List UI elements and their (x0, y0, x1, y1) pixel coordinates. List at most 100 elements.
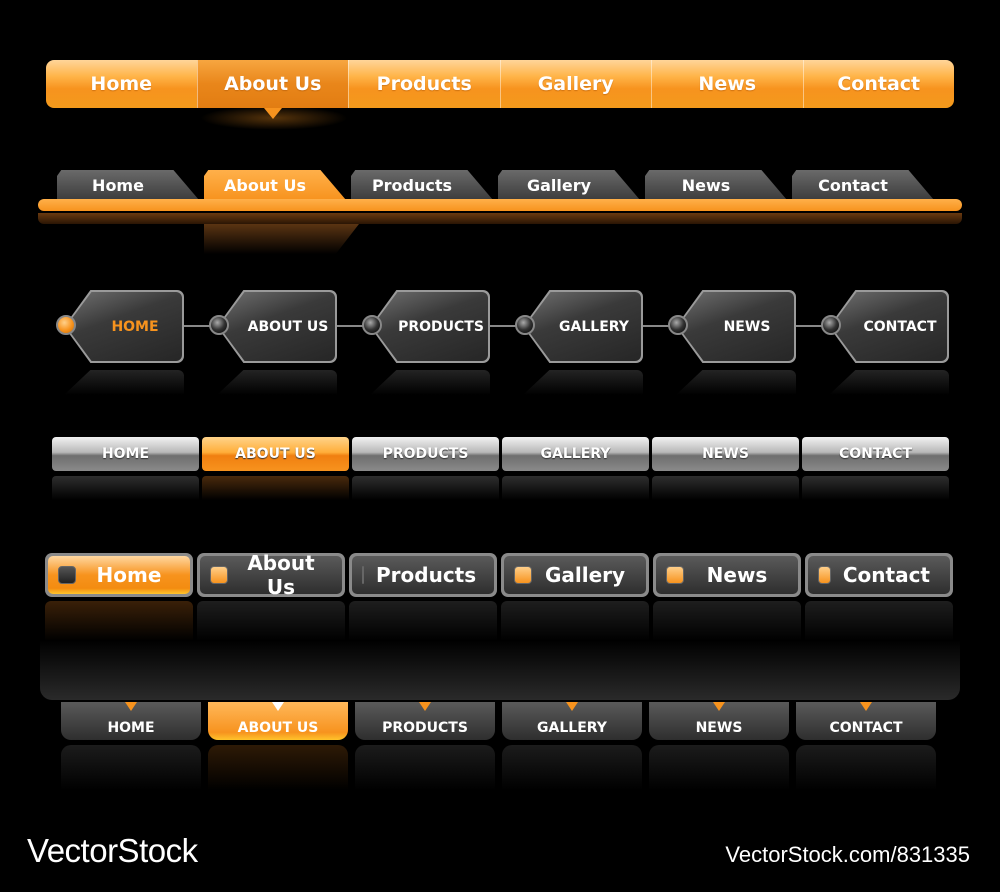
nav2-underline-bar (38, 199, 962, 211)
nav3-tag-news[interactable]: NEWS (678, 292, 794, 361)
nav2-tab-news[interactable]: News (645, 170, 787, 200)
nav6-tab-news[interactable]: NEWS (649, 702, 789, 740)
nav4-button-label: NEWS (702, 446, 749, 462)
nav6-tab-gallery[interactable]: GALLERY (502, 702, 642, 740)
nav4-button-about-us[interactable]: ABOUT US (202, 437, 349, 471)
active-pointer-icon (263, 108, 282, 119)
nav6-tab-label: PRODUCTS (382, 720, 468, 736)
triangle-down-icon (272, 702, 284, 711)
nav4-button-reflection (202, 476, 349, 500)
nav4-button-home[interactable]: HOME (52, 437, 199, 471)
nav3-tag-gallery[interactable]: GALLERY (525, 292, 641, 361)
nav3-tag-reflection (523, 370, 643, 395)
nav6-tab-label: NEWS (695, 720, 743, 736)
nav5-button-face: Home (48, 556, 190, 594)
nav1-item-label: About Us (224, 73, 322, 95)
nav1-item-label: Contact (837, 73, 921, 95)
nav6-tab-reflection (649, 745, 789, 790)
nav2-tab-label: News (681, 175, 731, 195)
nav4-button-label: GALLERY (540, 446, 611, 462)
nav1-item-gallery[interactable]: Gallery (499, 60, 652, 108)
nav3-bead-icon (668, 315, 688, 335)
nav4-button-products[interactable]: PRODUCTS (352, 437, 499, 471)
nav4-button-reflection (52, 476, 199, 500)
nav5-button-gallery[interactable]: Gallery (501, 553, 649, 597)
nav5-button-face: Products (352, 556, 494, 594)
vectorstock-url: VectorStock.com/831335 (725, 842, 970, 867)
nav4-button-reflection (652, 476, 799, 500)
nav5-button-news[interactable]: News (653, 553, 801, 597)
nav3-tag-label: PRODUCTS (398, 318, 484, 335)
nav1-item-news[interactable]: News (651, 60, 803, 108)
nav3-tag-label: ABOUT US (247, 318, 329, 335)
nav3-bead-icon (515, 315, 535, 335)
square-bullet-icon (362, 566, 364, 584)
nav1-item-label: Gallery (537, 73, 614, 95)
nav2-tab-label: Products (371, 175, 453, 195)
nav4-button-gallery[interactable]: GALLERY (502, 437, 649, 471)
nav2-bar-reflection (38, 213, 962, 224)
nav5-button-label: Gallery (544, 563, 626, 587)
nav2-tab-label: Gallery (526, 175, 592, 195)
nav1-item-contact[interactable]: Contact (802, 60, 955, 108)
nav3-tag-about-us[interactable]: ABOUT US (219, 292, 335, 361)
square-bullet-icon (514, 566, 532, 584)
nav5-button-reflection (805, 601, 953, 641)
nav5-button-face: About Us (200, 551, 342, 599)
nav5-button-face: Gallery (504, 556, 646, 594)
nav5-button-contact[interactable]: Contact (805, 553, 953, 597)
nav4-button-label: CONTACT (838, 446, 912, 462)
nav2-tab-about-us[interactable]: About Us (204, 170, 346, 200)
nav3-tag-reflection (217, 370, 337, 395)
nav3-connector-line (65, 325, 935, 327)
nav6-tab-reflection (502, 745, 642, 790)
nav1-item-label: Products (376, 73, 472, 95)
nav4-button-label: ABOUT US (235, 446, 316, 462)
triangle-down-icon (125, 702, 137, 711)
nav3-tag-label: CONTACT (863, 318, 937, 335)
nav1-item-label: Home (90, 73, 153, 95)
nav5-button-label: Products (376, 563, 477, 587)
nav6-tab-reflection (61, 745, 201, 790)
nav5-button-label: About Us (247, 551, 315, 599)
nav2-tab-contact[interactable]: Contact (792, 170, 934, 200)
nav3-tag-label: HOME (111, 318, 159, 335)
nav3-tag-label: NEWS (723, 318, 771, 335)
nav3-tag-contact[interactable]: CONTACT (831, 292, 947, 361)
nav6-tab-products[interactable]: PRODUCTS (355, 702, 495, 740)
triangle-down-icon (860, 702, 872, 711)
nav3-bead-icon (209, 315, 229, 335)
nav1-item-home[interactable]: Home (46, 60, 197, 108)
nav5-button-reflection (501, 601, 649, 641)
nav1-item-about-us[interactable]: About Us (196, 60, 348, 119)
nav2-tab-products[interactable]: Products (351, 170, 493, 200)
nav5-button-label: Home (96, 563, 162, 587)
nav3-bead-icon (56, 315, 76, 335)
nav3-tag-reflection (64, 370, 184, 395)
nav5-button-reflection (349, 601, 497, 641)
nav2-tab-gallery[interactable]: Gallery (498, 170, 640, 200)
nav6-tab-contact[interactable]: CONTACT (796, 702, 936, 740)
nav6-tab-about-us[interactable]: ABOUT US (208, 702, 348, 740)
nav3-tag-reflection (676, 370, 796, 395)
nav4-button-label: PRODUCTS (382, 446, 469, 462)
nav2-tab-home[interactable]: Home (57, 170, 199, 200)
nav4-button-reflection (802, 476, 949, 500)
nav2-tab-label: About Us (224, 175, 306, 195)
nav3-tag-products[interactable]: PRODUCTS (372, 292, 488, 361)
nav3-tag-home[interactable]: HOME (66, 292, 182, 361)
nav6-tab-home[interactable]: HOME (61, 702, 201, 740)
nav5-button-products[interactable]: Products (349, 553, 497, 597)
nav6-tab-label: HOME (107, 720, 155, 736)
nav5-button-reflection (197, 601, 345, 641)
nav4-button-contact[interactable]: CONTACT (802, 437, 949, 471)
nav3-tag-reflection (370, 370, 490, 395)
nav5-button-home[interactable]: Home (45, 553, 193, 597)
nav5-button-about-us[interactable]: About Us (197, 551, 345, 599)
square-bullet-icon (818, 566, 831, 584)
nav1-item-products[interactable]: Products (348, 60, 500, 108)
nav-bar-1: Home About Us Products Gallery News Contact (46, 60, 955, 119)
nav4-button-news[interactable]: NEWS (652, 437, 799, 471)
nav3-bead-icon (821, 315, 841, 335)
nav2-active-reflection (204, 224, 359, 254)
